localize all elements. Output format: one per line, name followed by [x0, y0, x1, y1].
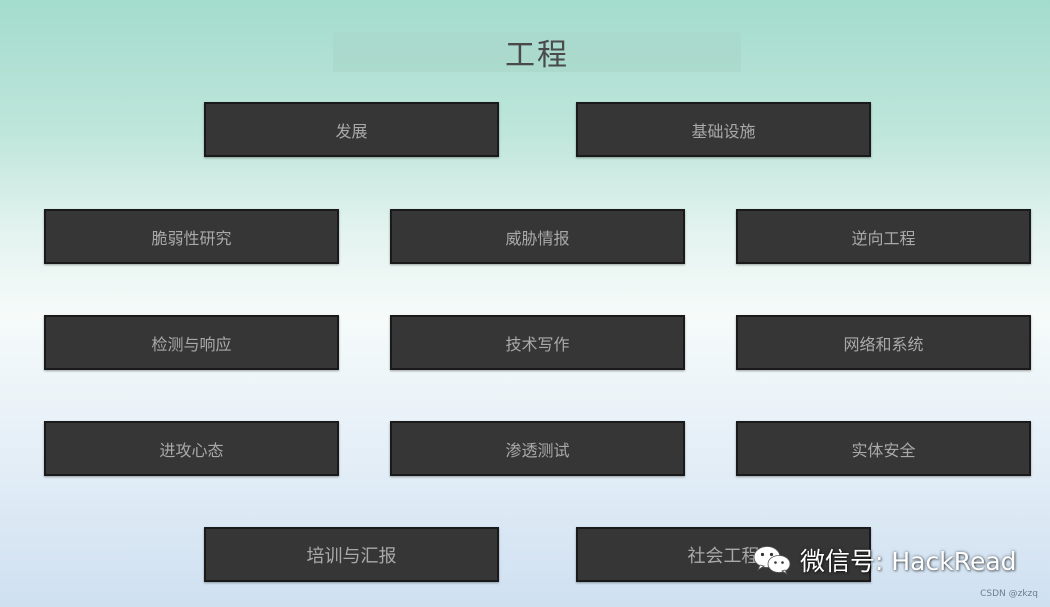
node-detection-response: 检测与响应: [44, 315, 339, 370]
node-networks-systems: 网络和系统: [736, 315, 1031, 370]
node-offensive-mindset: 进攻心态: [44, 421, 339, 476]
node-reverse-engineering: 逆向工程: [736, 209, 1031, 264]
wechat-icon: [752, 544, 792, 576]
source-credit: CSDN @zkzq: [980, 589, 1038, 599]
node-physical-security: 实体安全: [736, 421, 1031, 476]
diagram-title: 工程: [333, 32, 741, 73]
node-threat-intelligence: 威胁情报: [390, 209, 685, 264]
node-training-reporting: 培训与汇报: [204, 527, 499, 582]
wechat-watermark: 微信号: HackRead: [752, 540, 1017, 580]
node-social-engineering: 社会工程: [576, 527, 871, 582]
node-penetration-testing: 渗透测试: [390, 421, 685, 476]
watermark-text: 微信号: HackRead: [800, 547, 1017, 576]
node-development: 发展: [204, 102, 499, 157]
node-vulnerability-research: 脆弱性研究: [44, 209, 339, 264]
node-infrastructure: 基础设施: [576, 102, 871, 157]
node-technical-writing: 技术写作: [390, 315, 685, 370]
